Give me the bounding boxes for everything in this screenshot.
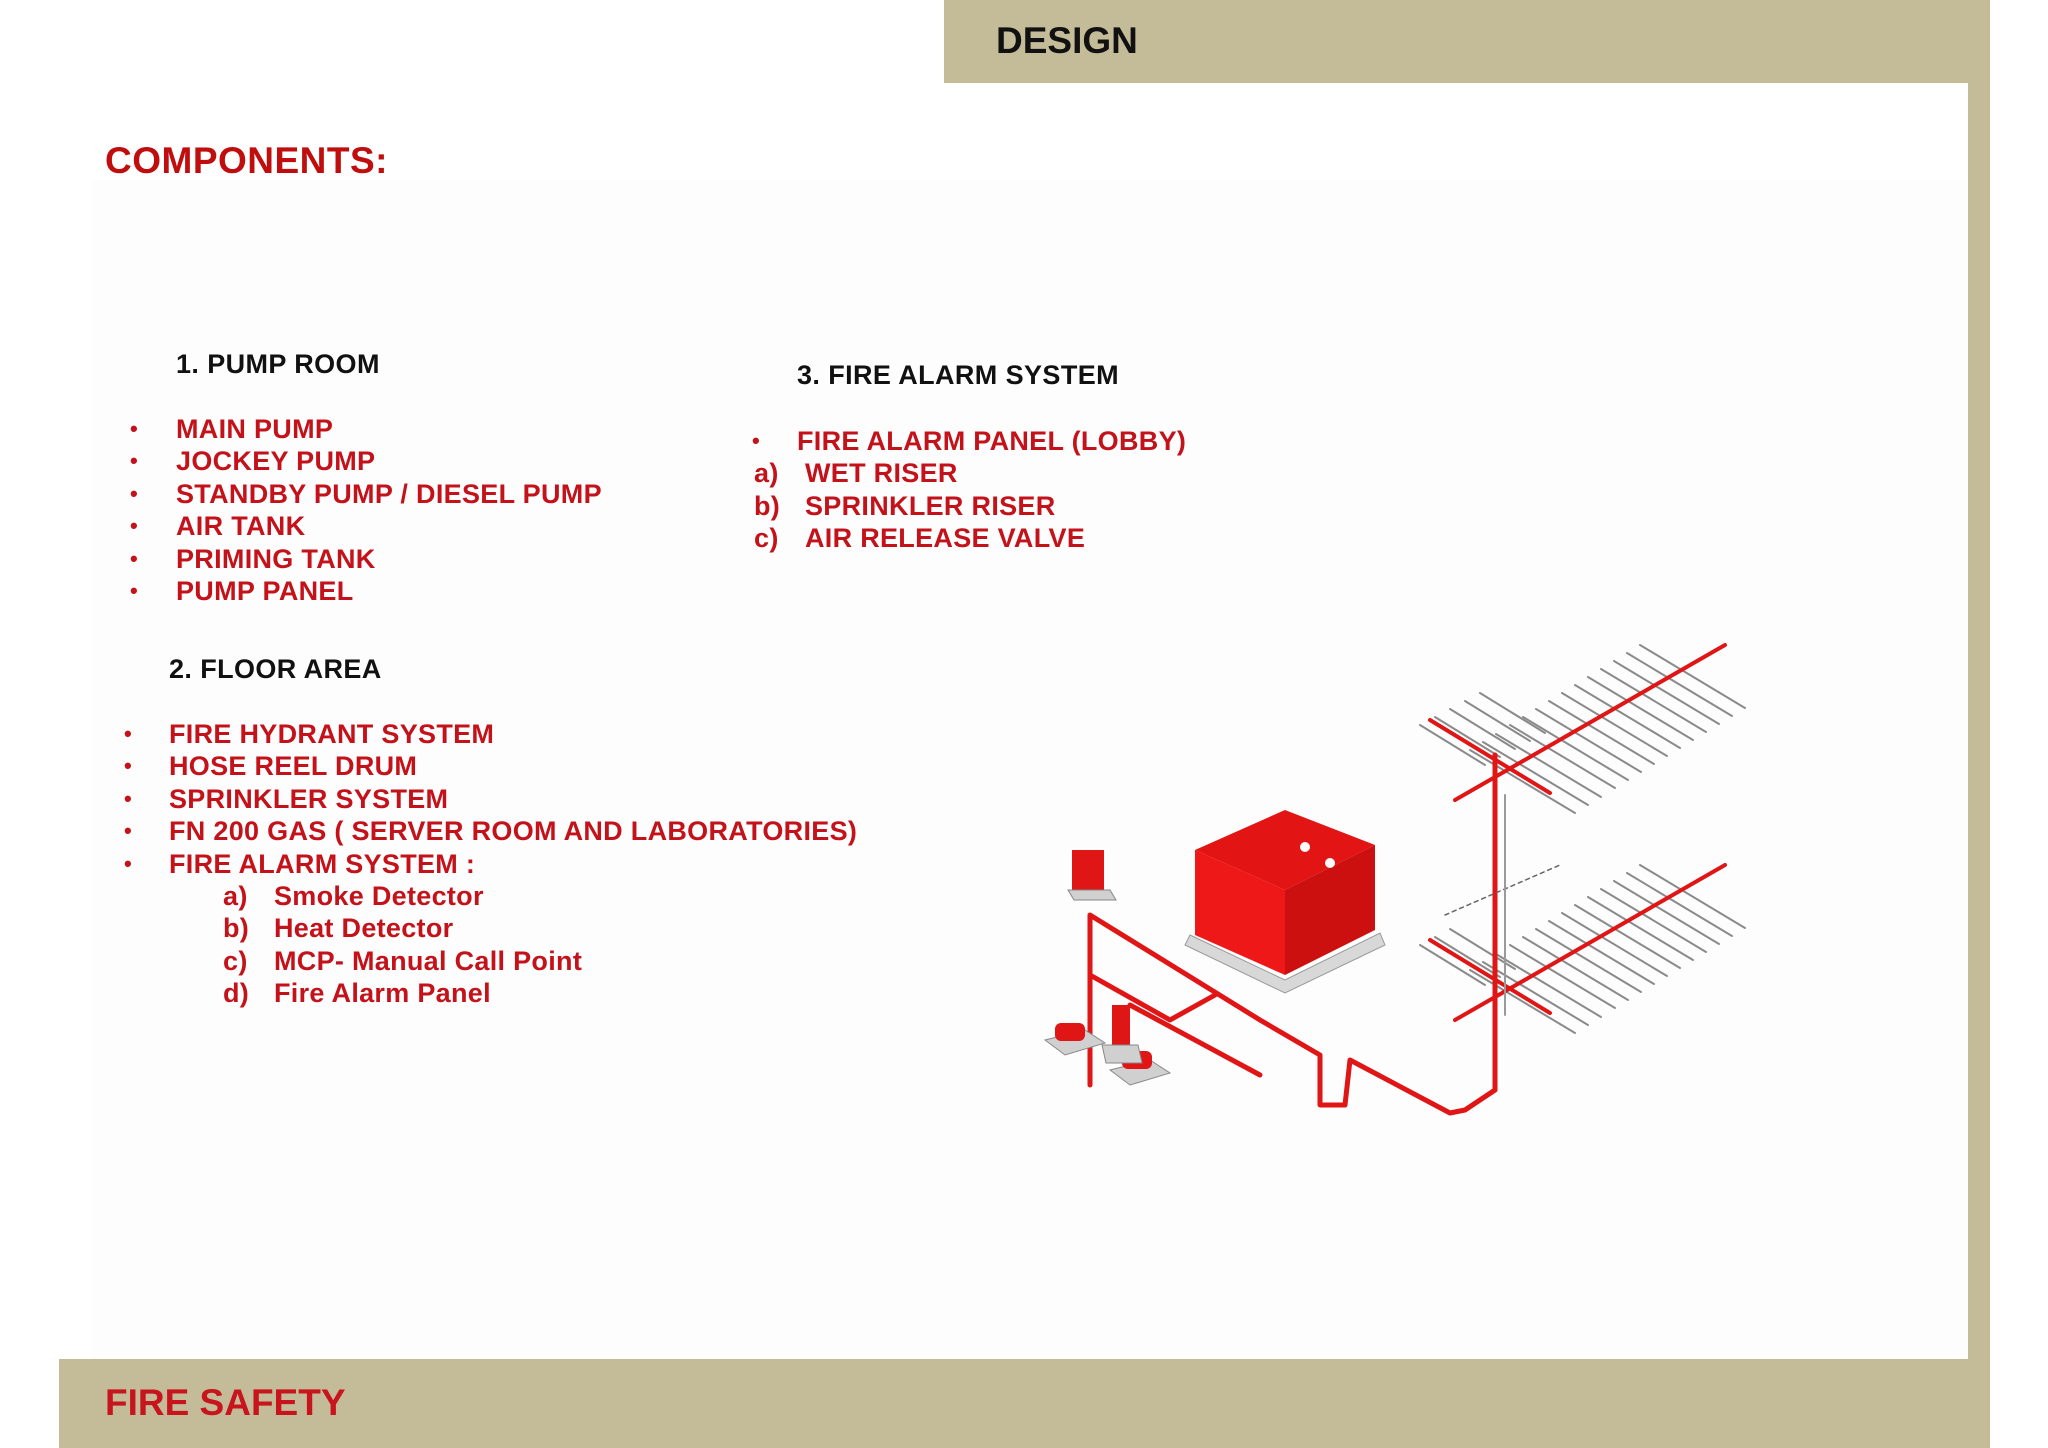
header-title: DESIGN <box>996 20 1138 61</box>
fire-system-diagram <box>1043 643 1746 1116</box>
upper-sprinkler-grid <box>1419 644 1746 814</box>
header-band <box>944 0 1990 83</box>
alarm-panel <box>1067 850 1117 901</box>
right-side-band <box>1968 0 1990 1448</box>
section-title-floor-area: 2. FLOOR AREA <box>169 654 382 684</box>
pumps <box>1043 1005 1172 1086</box>
section-title-fire-alarm-system: 3. FIRE ALARM SYSTEM <box>797 360 1120 390</box>
section-title-pump-room: 1. PUMP ROOM <box>176 349 380 379</box>
upper-sprinkler-mains <box>1428 643 1727 802</box>
water-tank <box>1184 810 1386 994</box>
content-area <box>92 180 1968 1359</box>
footer-band <box>59 1359 1990 1448</box>
dashed-cable <box>1444 864 1561 916</box>
lower-sprinkler-mains <box>1428 863 1727 1022</box>
risers <box>1087 752 1498 1116</box>
lower-sprinkler-grid <box>1419 864 1746 1034</box>
page-heading: COMPONENTS: <box>105 140 388 181</box>
footer-title: FIRE SAFETY <box>105 1382 346 1423</box>
